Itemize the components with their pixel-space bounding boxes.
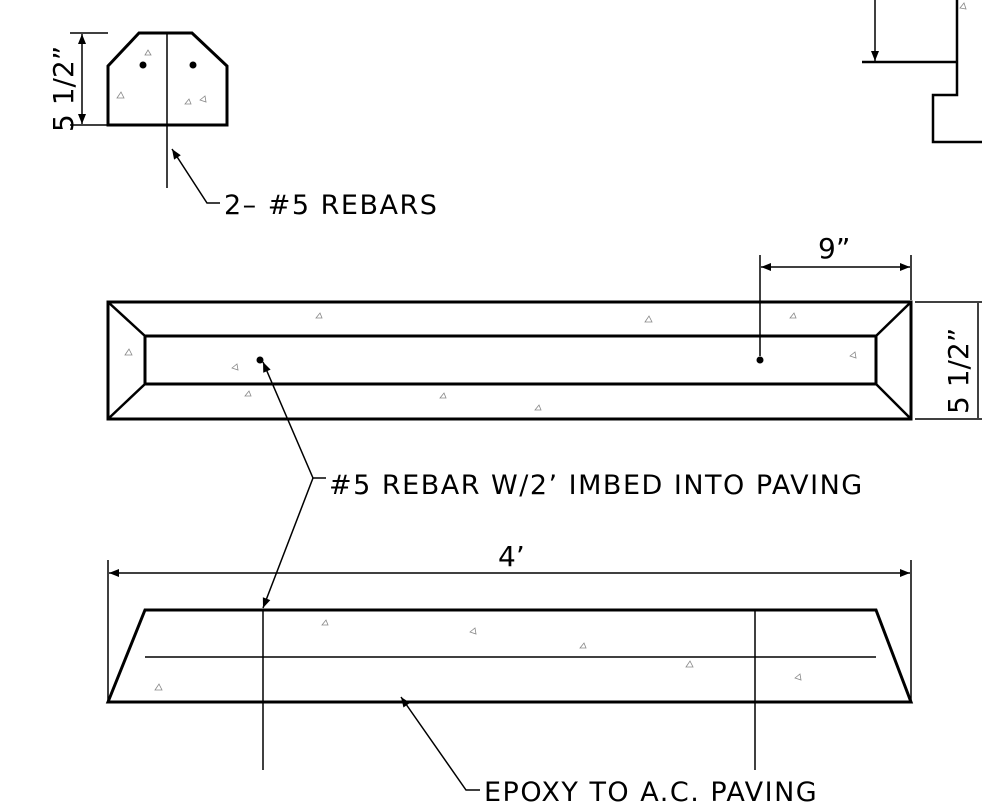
plan-rebar-dot-right xyxy=(756,356,764,364)
plan-rebar-dot-left xyxy=(256,356,264,364)
section-rebar-dot xyxy=(139,61,147,69)
plan-outer-outline xyxy=(106,300,913,421)
overall-length-dim-text: 4’ xyxy=(498,540,525,573)
section-outline xyxy=(106,31,229,127)
rebar-offset-dim-text: 9” xyxy=(818,232,850,265)
rebar-imbed-callout: #5 REBAR W/2’ IMBED INTO PAVING xyxy=(262,361,864,609)
rebars-label: 2– #5 REBARS xyxy=(224,190,438,221)
epoxy-label: EPOXY TO A.C. PAVING xyxy=(484,777,818,808)
plan-view: 9” 5 1/2” xyxy=(106,232,982,421)
section-concrete-hatch xyxy=(116,49,207,105)
section-rebar-dot xyxy=(189,61,197,69)
end-section-view: 5 1/2” 2– #5 REBARS xyxy=(47,31,438,221)
epoxy-leader-line xyxy=(400,696,480,791)
adjacent-detail-partial xyxy=(862,0,982,144)
elevation-outline xyxy=(105,608,914,704)
plan-height-dim-text: 5 1/2” xyxy=(942,328,975,414)
rebar-leader-to-elevation xyxy=(262,477,314,609)
elevation-view: 4’ EPOXY TO A.C. PAVING xyxy=(105,540,914,808)
plan-concrete-hatch xyxy=(124,312,857,411)
plan-inner-outline xyxy=(143,334,878,386)
rebars-leader-line xyxy=(171,148,220,204)
elevation-concrete-hatch xyxy=(154,619,802,691)
section-height-dim-text: 5 1/2” xyxy=(47,46,80,132)
plan-chamfer-lines xyxy=(107,301,912,420)
rebar-imbed-label: #5 REBAR W/2’ IMBED INTO PAVING xyxy=(329,470,864,501)
